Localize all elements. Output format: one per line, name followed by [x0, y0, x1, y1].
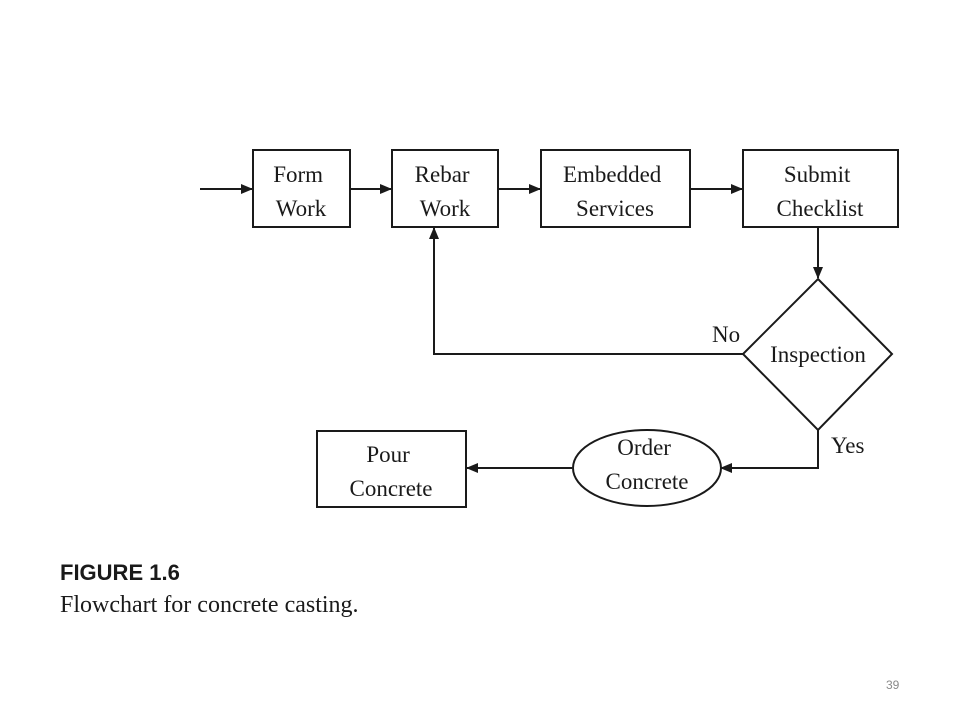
node-form-work-label: Form Work	[273, 162, 329, 221]
flowchart-diagram: Form Work Rebar Work Embedded Services S…	[200, 149, 899, 508]
node-inspection-label: Inspection	[770, 342, 866, 367]
figure-label: FIGURE 1.6	[60, 560, 180, 585]
node-rebar-work	[391, 149, 499, 228]
node-rebar-work-label: Rebar Work	[415, 162, 476, 221]
node-pour-concrete	[316, 430, 467, 508]
edge-label-no: No	[712, 322, 740, 347]
node-inspection	[741, 277, 894, 432]
node-order-concrete	[572, 429, 722, 507]
node-embedded-services	[540, 149, 691, 228]
node-form-work	[252, 149, 351, 228]
arrow-inspection-yes-to-order	[720, 430, 819, 473]
node-submit-checklist	[742, 149, 899, 228]
node-order-concrete-label: Order Concrete	[605, 435, 688, 494]
figure-caption: Flowchart for concrete casting.	[60, 592, 359, 618]
edge-label-yes: Yes	[831, 433, 865, 458]
node-submit-checklist-label: Submit Checklist	[777, 162, 864, 221]
node-embedded-services-label: Embedded Services	[563, 162, 667, 221]
node-pour-concrete-label: Pour Concrete	[349, 442, 432, 501]
arrow-inspection-no-to-rebar	[429, 227, 743, 355]
page-number: 39	[886, 678, 900, 692]
